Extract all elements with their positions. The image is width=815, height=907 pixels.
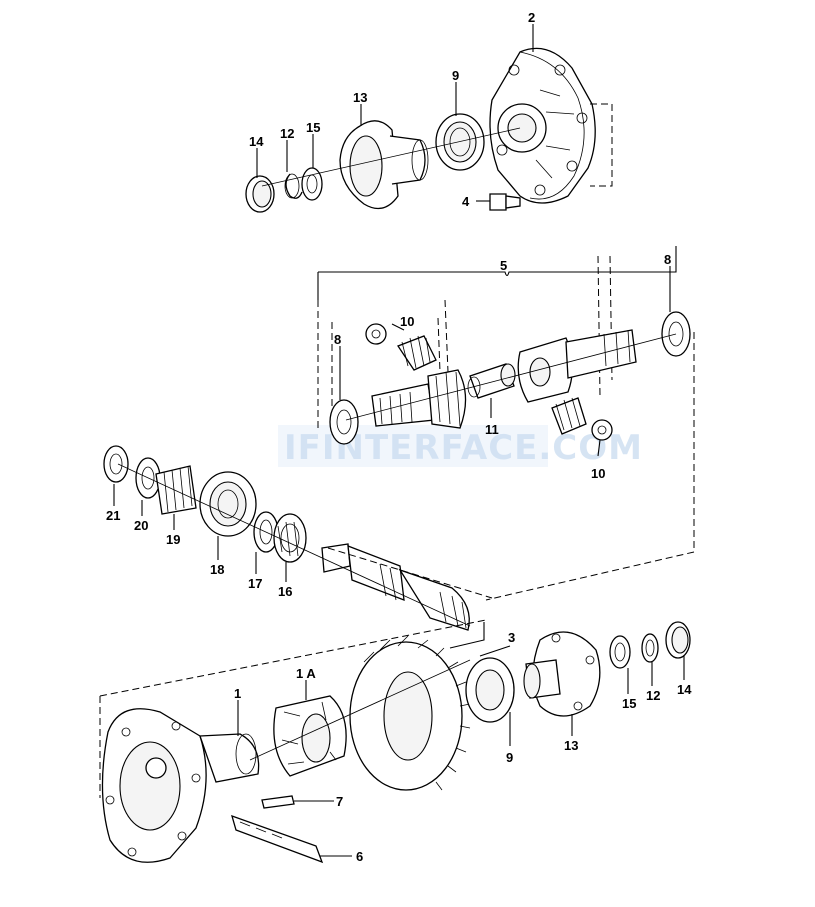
- part-1-housing[interactable]: [101, 708, 260, 863]
- part-3-ring-gear[interactable]: [349, 635, 471, 791]
- callout-4: 4: [462, 194, 470, 209]
- part-16-roller-bearing[interactable]: [273, 513, 307, 563]
- callout-14-top: 14: [249, 134, 264, 149]
- part-13-flange-bottom[interactable]: [523, 631, 601, 717]
- part-small-pinion-bottom[interactable]: [551, 397, 587, 435]
- callout-labels: 2 9 13 15 12 14 4 5 8 8 10 11 10 21 20 1…: [106, 10, 692, 864]
- part-14-cap-top[interactable]: [245, 175, 275, 213]
- part-18-bearing[interactable]: [199, 471, 257, 537]
- callout-18: 18: [210, 562, 224, 577]
- part-2-cover[interactable]: [489, 47, 596, 204]
- callout-6: 6: [356, 849, 363, 864]
- callout-15-top: 15: [306, 120, 320, 135]
- callout-1: 1: [234, 686, 241, 701]
- part-9-seal-top[interactable]: [435, 113, 485, 171]
- callout-1a: 1 A: [296, 666, 316, 681]
- part-1a-carrier[interactable]: [273, 695, 347, 777]
- bracket-bottom: [99, 619, 487, 798]
- axis-line-top: [261, 127, 521, 187]
- callout-8-left: 8: [334, 332, 341, 347]
- axis-line-middle: [345, 333, 677, 421]
- callout-5: 5: [500, 258, 507, 273]
- part-6-shaft[interactable]: [231, 814, 324, 864]
- bracket-5: [317, 246, 677, 300]
- part-15-washer-bottom[interactable]: [609, 635, 631, 669]
- part-7-pin[interactable]: [261, 795, 295, 809]
- axis-line-shaft: [117, 463, 471, 627]
- callout-7: 7: [336, 794, 343, 809]
- callout-15-bottom: 15: [622, 696, 636, 711]
- part-side-gear-right[interactable]: [517, 329, 637, 403]
- callout-19: 19: [166, 532, 180, 547]
- part-pinion-shaft[interactable]: [321, 543, 470, 631]
- part-8-washer-left[interactable]: [329, 399, 359, 445]
- callout-3: 3: [508, 630, 515, 645]
- callout-16: 16: [278, 584, 292, 599]
- part-21-nut[interactable]: [103, 445, 129, 483]
- callout-10-bottom: 10: [591, 466, 605, 481]
- part-9-seal-bottom[interactable]: [465, 657, 515, 723]
- part-12-circlip-bottom[interactable]: [641, 633, 659, 663]
- part-19-gear[interactable]: [155, 465, 197, 515]
- callout-8-right: 8: [664, 252, 671, 267]
- part-14-cap-bottom[interactable]: [665, 621, 691, 659]
- callout-12-top: 12: [280, 126, 294, 141]
- callout-2: 2: [528, 10, 535, 25]
- callout-14-bottom: 14: [677, 682, 692, 697]
- part-side-gear-left[interactable]: [371, 369, 467, 429]
- part-10-washer-top[interactable]: [365, 323, 387, 345]
- callout-13-bottom: 13: [564, 738, 578, 753]
- callout-13-top: 13: [353, 90, 367, 105]
- part-13-flange-top[interactable]: [339, 120, 429, 210]
- callout-10-top: 10: [400, 314, 414, 329]
- callout-20: 20: [134, 518, 148, 533]
- part-4-bolt[interactable]: [489, 193, 521, 211]
- part-small-pinion-top[interactable]: [397, 335, 437, 371]
- callout-21: 21: [106, 508, 120, 523]
- callout-9-top: 9: [452, 68, 459, 83]
- callout-9-bottom: 9: [506, 750, 513, 765]
- callout-17: 17: [248, 576, 262, 591]
- callout-11: 11: [485, 422, 499, 437]
- part-11-pin-sleeve[interactable]: [467, 363, 516, 399]
- callout-12-bottom: 12: [646, 688, 660, 703]
- part-10-washer-bottom[interactable]: [591, 419, 613, 441]
